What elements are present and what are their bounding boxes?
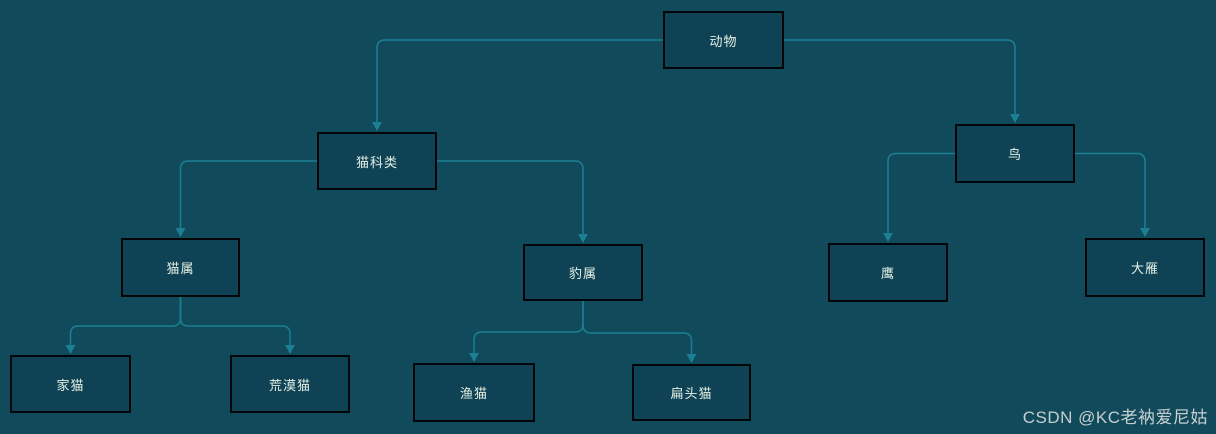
node-animal[interactable]: 动物 <box>663 11 784 69</box>
node-wild-goose[interactable]: 大雁 <box>1085 238 1205 297</box>
node-label: 猫属 <box>166 261 195 276</box>
node-label: 豹属 <box>568 266 597 281</box>
arrowhead-icon <box>285 345 295 354</box>
node-flat-headed-cat[interactable]: 扁头猫 <box>632 364 751 421</box>
node-panthera[interactable]: 豹属 <box>523 244 643 301</box>
node-label: 家猫 <box>56 377 85 393</box>
edge-felis-to-domestic-cat <box>69 297 182 347</box>
arrowhead-icon <box>175 228 186 237</box>
arrowhead-icon <box>1010 114 1020 123</box>
edge-felidae-to-felis <box>179 160 317 230</box>
node-label: 渔猫 <box>459 386 488 401</box>
node-fishing-cat[interactable]: 渔猫 <box>413 363 535 422</box>
csdn-watermark: CSDN @KC老衲爱尼姑 <box>1022 408 1208 427</box>
edge-animal-to-felidae <box>376 39 663 124</box>
edge-felidae-to-panthera <box>437 160 584 236</box>
arrowhead-icon <box>686 354 697 363</box>
node-desert-cat[interactable]: 荒漠猫 <box>230 355 350 413</box>
node-felis[interactable]: 猫属 <box>121 238 240 297</box>
arrowhead-icon <box>578 234 588 243</box>
node-label: 鸟 <box>1007 147 1022 162</box>
node-label: 扁头猫 <box>670 386 713 401</box>
node-label: 大雁 <box>1130 261 1159 276</box>
node-label: 猫科类 <box>355 154 398 170</box>
arrowhead-icon <box>372 122 382 131</box>
edge-animal-to-bird <box>784 39 1016 116</box>
node-label: 鹰 <box>880 266 895 281</box>
edge-bird-to-wild-goose <box>1075 152 1146 230</box>
node-eagle[interactable]: 鹰 <box>828 243 948 302</box>
edge-bird-to-eagle <box>887 152 955 235</box>
node-label: 动物 <box>709 33 738 49</box>
edge-felis-to-desert-cat <box>179 297 291 347</box>
edge-panthera-to-fishing-cat <box>473 301 584 355</box>
edge-panthera-to-flat-headed-cat <box>582 301 693 356</box>
node-felidae[interactable]: 猫科类 <box>317 132 437 190</box>
arrowhead-icon <box>65 345 76 354</box>
node-domestic-cat[interactable]: 家猫 <box>10 355 131 413</box>
arrowhead-icon <box>469 353 479 362</box>
node-label: 荒漠猫 <box>268 377 311 393</box>
arrowhead-icon <box>1140 228 1150 237</box>
arrowhead-icon <box>883 233 893 242</box>
node-bird[interactable]: 鸟 <box>955 124 1075 183</box>
